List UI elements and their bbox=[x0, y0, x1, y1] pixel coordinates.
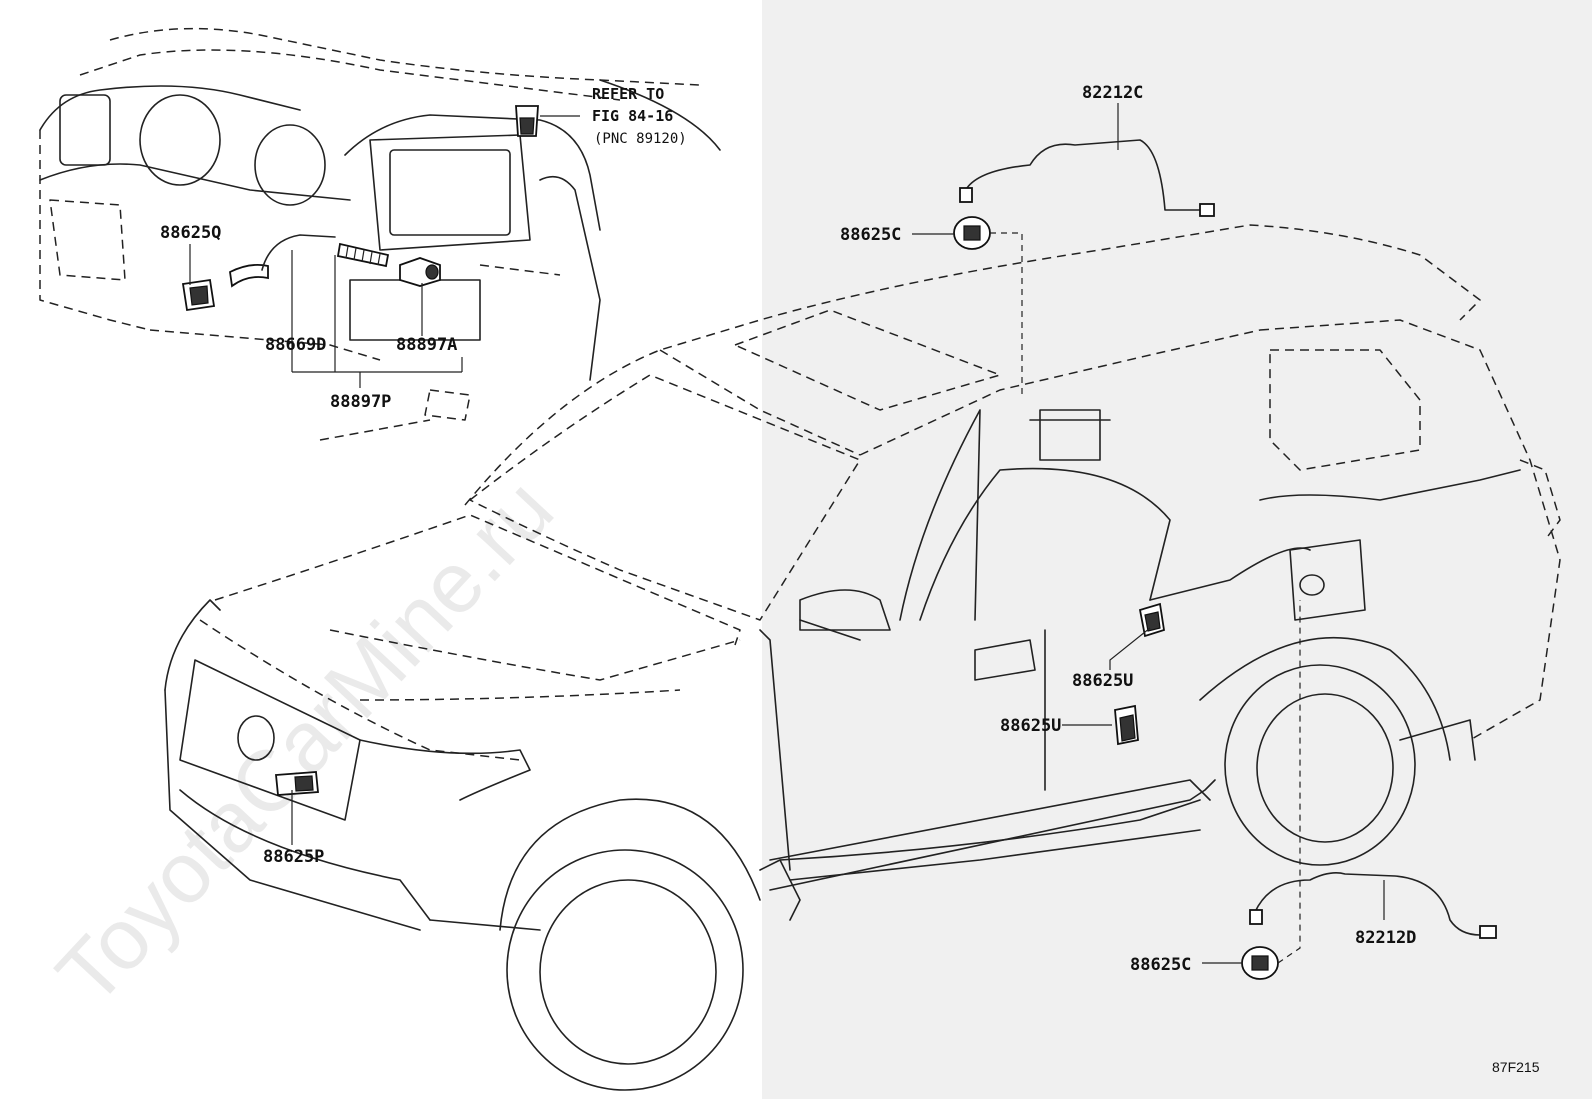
vehicle-leaders bbox=[291, 103, 1385, 964]
part-label-88625c-bottom[interactable]: 88625C bbox=[1130, 955, 1191, 975]
right-background-panel bbox=[762, 0, 1592, 1099]
part-label-88625c-top[interactable]: 88625C bbox=[840, 225, 901, 245]
wire-82212c-part bbox=[966, 139, 1201, 211]
part-label-88669d[interactable]: 88669D bbox=[265, 335, 326, 355]
reference-note-line1: REFER TO bbox=[592, 85, 664, 103]
part-label-88897a[interactable]: 88897A bbox=[396, 335, 457, 355]
part-label-82212c[interactable]: 82212C bbox=[1082, 83, 1143, 103]
wire-82212d-part bbox=[1254, 872, 1481, 936]
reference-note-line2: FIG 84-16 bbox=[592, 107, 673, 125]
part-label-88625p[interactable]: 88625P bbox=[263, 847, 324, 867]
dashboard-leaders bbox=[189, 115, 580, 388]
dashboard-illustration bbox=[39, 27, 721, 441]
part-label-88625u-upper[interactable]: 88625U bbox=[1072, 671, 1133, 691]
part-label-82212d[interactable]: 82212D bbox=[1355, 928, 1416, 948]
part-label-88897p[interactable]: 88897P bbox=[330, 392, 391, 412]
figure-code: 87F215 bbox=[1492, 1059, 1540, 1075]
vehicle-parts bbox=[275, 139, 1497, 980]
part-label-88625q[interactable]: 88625Q bbox=[160, 223, 221, 243]
reference-note-line3: (PNC 89120) bbox=[594, 131, 687, 147]
part-label-88625u-lower[interactable]: 88625U bbox=[1000, 716, 1061, 736]
watermark-text: ToyotaCarMine.ru bbox=[39, 461, 572, 1023]
vehicle-illustration bbox=[164, 224, 1561, 1091]
